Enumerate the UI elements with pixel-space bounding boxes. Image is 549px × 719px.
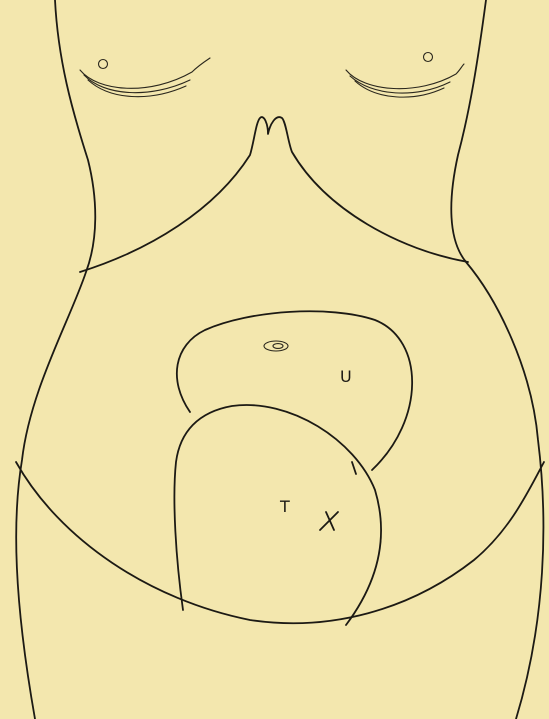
label-tumor: T xyxy=(279,497,290,516)
left-nipple xyxy=(99,60,108,69)
label-uterus: U xyxy=(340,367,352,386)
body-outline-left xyxy=(16,0,95,719)
lower-abdominal-curve xyxy=(16,462,544,623)
right-breast xyxy=(346,53,464,98)
umbilicus xyxy=(264,341,288,351)
uterus-outline xyxy=(177,311,412,470)
left-breast xyxy=(80,58,210,97)
uterus-gap-mark xyxy=(352,462,356,474)
right-nipple xyxy=(424,53,433,62)
x-mark xyxy=(320,512,338,530)
tumor-outline xyxy=(174,405,381,625)
costal-margin xyxy=(80,117,468,272)
body-outline-right xyxy=(451,0,543,719)
